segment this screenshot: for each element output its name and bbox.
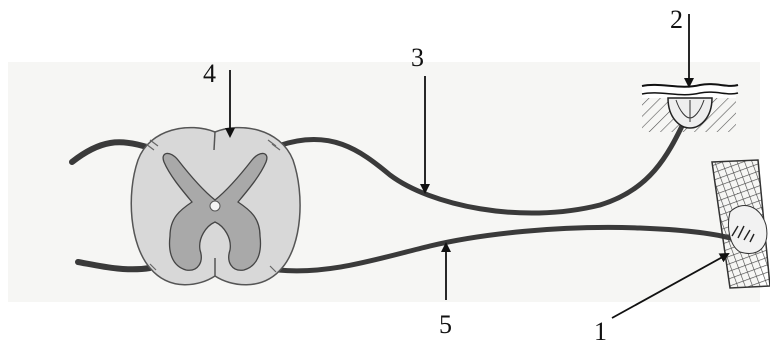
spinal-cord-cross-section bbox=[131, 128, 300, 285]
label-3: 3 bbox=[411, 43, 424, 72]
label-1: 1 bbox=[594, 317, 607, 346]
label-4: 4 bbox=[203, 59, 216, 88]
label-2: 2 bbox=[670, 5, 683, 34]
skin-receptor bbox=[642, 84, 738, 132]
label-5: 5 bbox=[439, 310, 452, 339]
central-canal bbox=[210, 201, 220, 211]
